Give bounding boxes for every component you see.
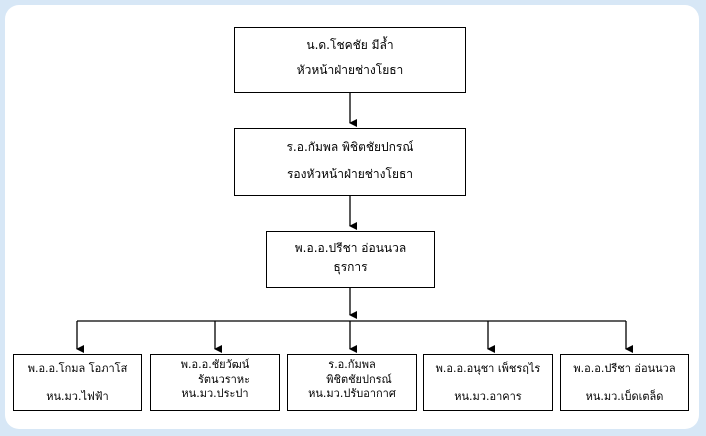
box-unit-water-supply: พ.อ.อ.ชัยวัฒน์ รัตนวราหะ หน.มว.ประปา <box>150 354 280 411</box>
unit-2-name: พ.อ.อ.ชัยวัฒน์ <box>180 358 250 371</box>
unit-3-position: หน.มว.ปรับอากาศ <box>308 387 396 401</box>
unit-2-surname: รัตนวราหะ <box>198 373 250 387</box>
box-unit-miscellaneous: พ.อ.อ.ปรีชา อ่อนนวล หน.มว.เบ็ดเตล็ด <box>560 354 689 411</box>
box-unit-air-conditioning: ร.อ.กัมพล พิชิตชัยปกรณ์ หน.มว.ปรับอากาศ <box>287 354 417 411</box>
box-admin: พ.อ.อ.ปรีชา อ่อนนวล ธุรการ <box>266 231 435 288</box>
deputy-name: ร.อ.กัมพล พิชิตชัยปกรณ์ <box>286 140 414 154</box>
head-name: น.ด.โชคชัย มีล้ำ <box>306 38 394 52</box>
unit-1-name: พ.อ.อ.โกมล โอภาโส <box>27 362 128 375</box>
unit-5-position: หน.มว.เบ็ดเตล็ด <box>585 390 664 404</box>
unit-1-position: หน.มว.ไฟฟ้า <box>46 390 109 404</box>
unit-2-position: หน.มว.ประปา <box>181 387 249 401</box>
admin-name: พ.อ.อ.ปรีชา อ่อนนวล <box>294 241 407 255</box>
unit-3-surname: พิชิตชัยปกรณ์ <box>326 373 392 387</box>
box-deputy-head: ร.อ.กัมพล พิชิตชัยปกรณ์ รองหัวหน้าฝ่ายช่… <box>234 128 466 196</box>
box-head-civil-engineering: น.ด.โชคชัย มีล้ำ หัวหน้าฝ่ายช่างโยธา <box>234 27 466 93</box>
unit-4-name: พ.อ.อ.อนุชา เพ็ชรฤไร <box>435 362 541 375</box>
unit-5-name: พ.อ.อ.ปรีชา อ่อนนวล <box>573 362 676 375</box>
head-title: หัวหน้าฝ่ายช่างโยธา <box>296 63 404 78</box>
unit-3-name: ร.อ.กัมพล <box>328 358 376 371</box>
deputy-title: รองหัวหน้าฝ่ายช่างโยธา <box>286 167 414 182</box>
box-unit-electrical: พ.อ.อ.โกมล โอภาโส หน.มว.ไฟฟ้า <box>13 354 142 411</box>
unit-4-position: หน.มว.อาคาร <box>454 390 522 404</box>
admin-title: ธุรการ <box>333 260 368 275</box>
box-unit-building: พ.อ.อ.อนุชา เพ็ชรฤไร หน.มว.อาคาร <box>423 354 553 411</box>
